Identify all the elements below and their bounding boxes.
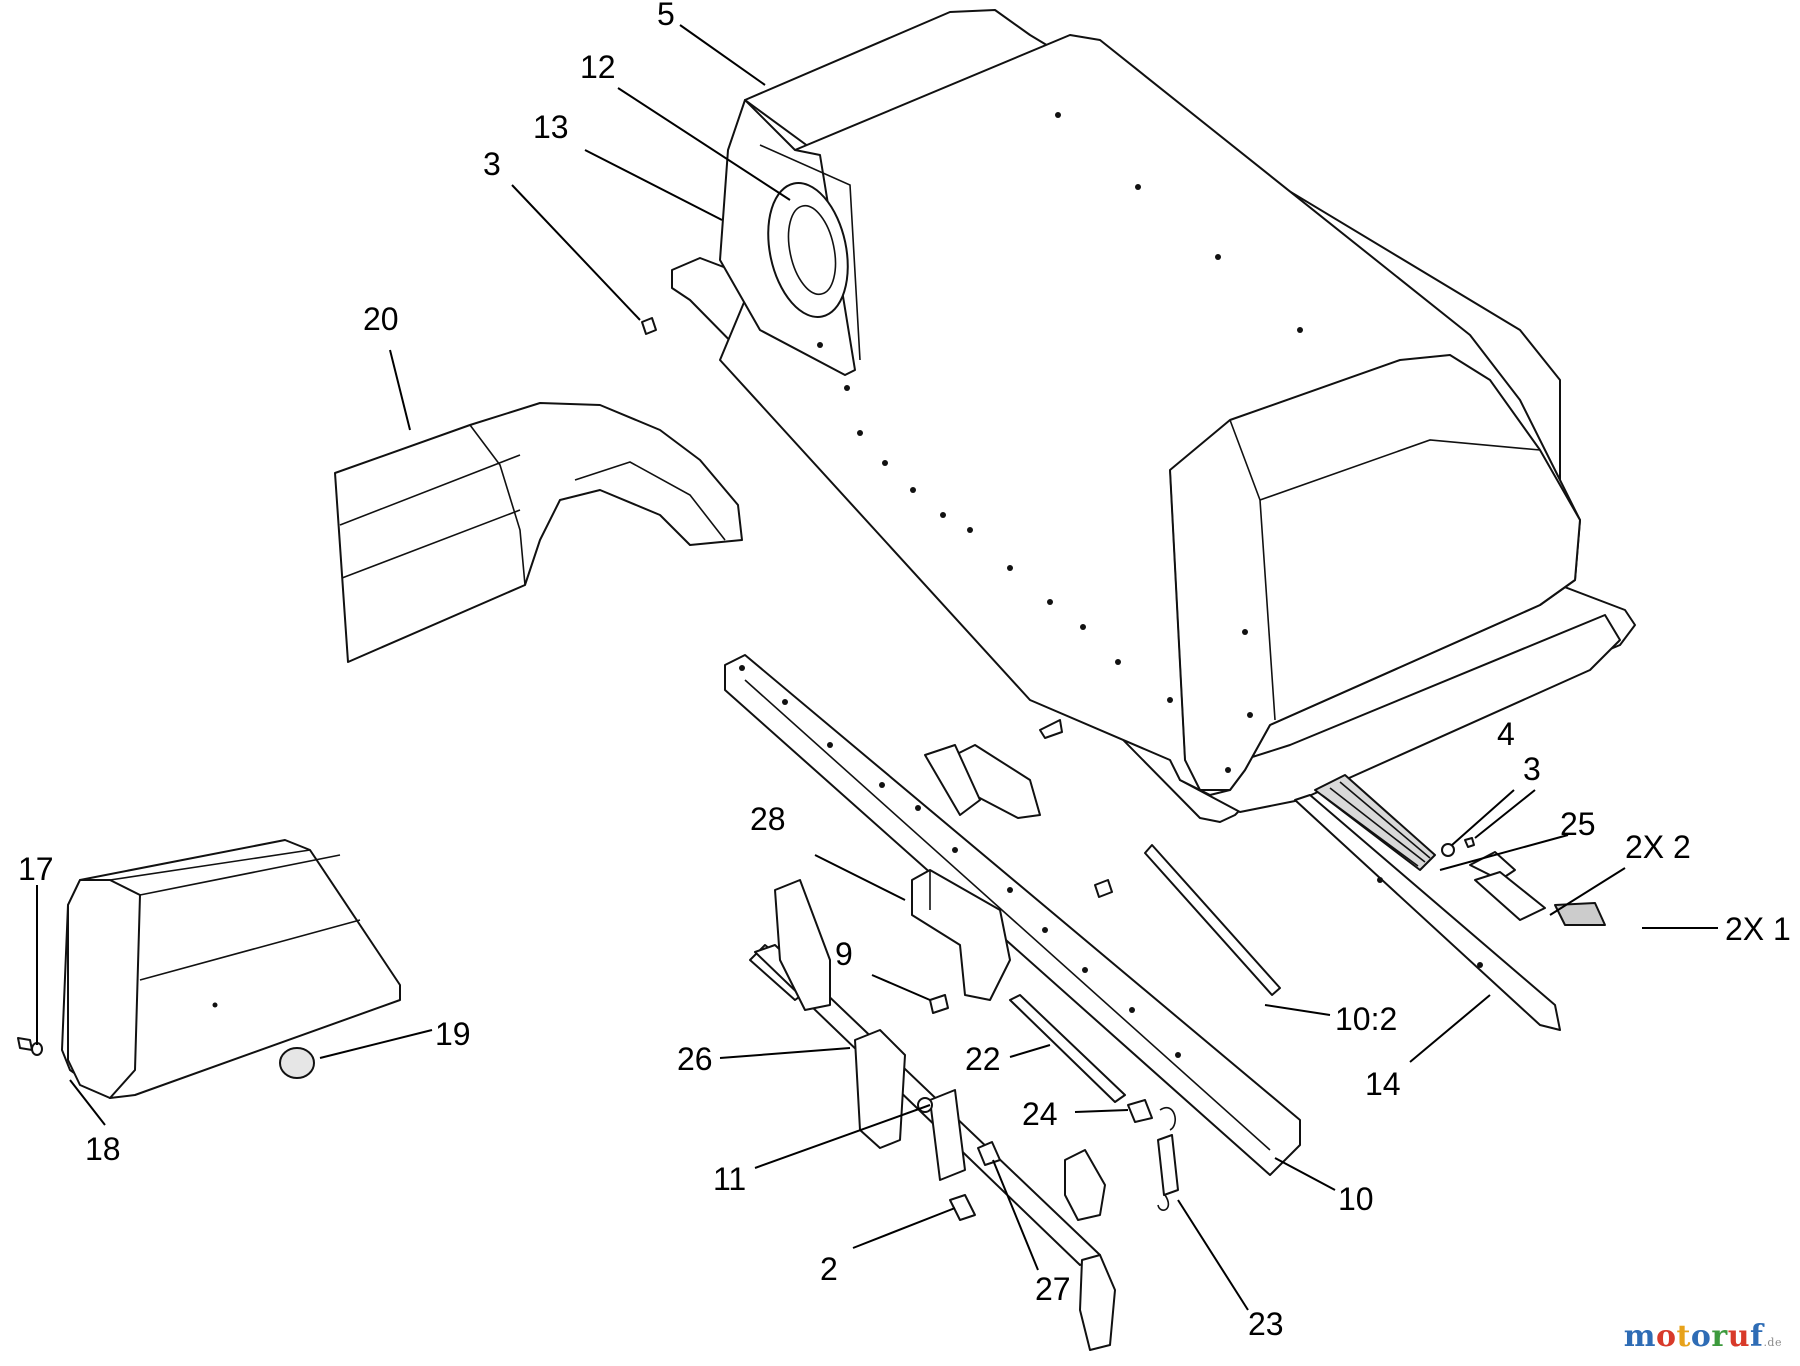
- screw-part: [641, 317, 657, 335]
- callout-2x1: 2X 1: [1725, 911, 1791, 947]
- bolt-17-part: [17, 1037, 43, 1056]
- callout-12: 12: [580, 49, 616, 85]
- callout-23: 23: [1248, 1306, 1284, 1342]
- callout-25: 25: [1560, 806, 1596, 842]
- hopper-screen-part: [1314, 774, 1436, 871]
- callout-27: 27: [1035, 1271, 1071, 1307]
- callout-labels: 5 12 13 3 20 4 3 25 2X 2 2X 1 28 9 10:2 …: [18, 0, 1791, 1342]
- callout-2x2: 2X 2: [1625, 829, 1691, 865]
- watermark-letter: m: [1623, 1319, 1657, 1354]
- angle-strip-part: [1294, 794, 1561, 1031]
- washer-screw-part: [1441, 837, 1475, 857]
- nut-part: [1094, 879, 1113, 898]
- callout-9: 9: [835, 936, 853, 972]
- callout-22: 22: [965, 1041, 1001, 1077]
- callout-20: 20: [363, 301, 399, 337]
- watermark-text: motoruf: [1624, 1319, 1764, 1354]
- watermark-suffix: .de: [1763, 1336, 1782, 1349]
- watermark-letter: u: [1727, 1319, 1751, 1354]
- callout-4: 4: [1497, 716, 1515, 752]
- callout-5: 5: [657, 0, 675, 32]
- discharge-tube-part: [61, 839, 401, 1099]
- callout-18: 18: [85, 1131, 121, 1167]
- pin-2-part: [949, 1194, 976, 1221]
- leader-lines: [36, 24, 1718, 1311]
- rod-part: [1009, 994, 1126, 1103]
- callout-10: 10: [1338, 1181, 1374, 1217]
- latch-part: [1469, 851, 1606, 926]
- callout-3-hardware: 3: [1523, 751, 1541, 787]
- bracket-28-part: [911, 869, 1011, 1001]
- watermark-letter: t: [1676, 1319, 1691, 1354]
- callout-3: 3: [483, 146, 501, 182]
- callout-2: 2: [820, 1251, 838, 1287]
- callout-28: 28: [750, 801, 786, 837]
- callout-11: 11: [713, 1161, 746, 1197]
- watermark-logo: motoruf.de: [1624, 1319, 1782, 1354]
- spring-part: [1157, 1106, 1179, 1211]
- watermark-letter: o: [1656, 1319, 1677, 1354]
- upper-bracket-part: [924, 719, 1063, 819]
- bolt-9-part: [929, 994, 949, 1014]
- watermark-letter: r: [1711, 1319, 1728, 1354]
- watermark-letter: f: [1750, 1319, 1764, 1354]
- callout-26: 26: [677, 1041, 713, 1077]
- callout-14: 14: [1365, 1066, 1401, 1102]
- bracket-11-part: [854, 1029, 966, 1181]
- callout-10-2: 10:2: [1335, 1001, 1397, 1037]
- pin-27-part: [977, 1141, 1001, 1166]
- watermark-letter: o: [1690, 1319, 1712, 1354]
- hopper-cover-part: [671, 9, 1636, 823]
- strip-part: [1144, 844, 1281, 996]
- callout-19: 19: [435, 1016, 471, 1052]
- callout-17: 17: [18, 851, 54, 887]
- callout-13: 13: [533, 109, 569, 145]
- sleeve-part: [1127, 1099, 1153, 1123]
- chute-elbow-part: [334, 402, 743, 663]
- callout-24: 24: [1022, 1096, 1058, 1132]
- rail-part: [724, 654, 1301, 1176]
